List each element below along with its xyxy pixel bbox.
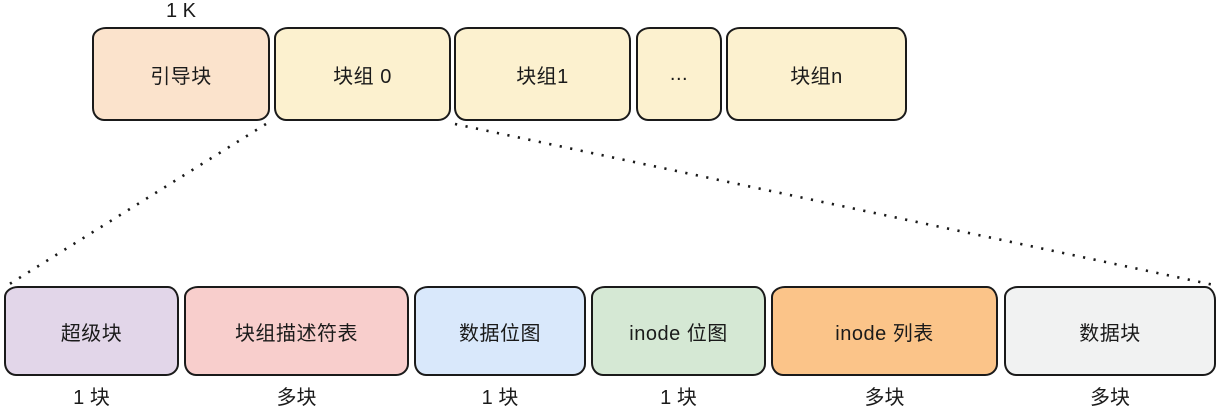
inode-table-label: inode 列表 xyxy=(835,322,934,345)
group-descriptor-table-label: 块组描述符表 xyxy=(235,322,358,345)
superblock-label: 超级块 xyxy=(60,322,123,345)
block-boot: 引导块 xyxy=(92,27,270,121)
connector-right-line xyxy=(454,122,1215,287)
superblock-caption: 1 块 xyxy=(73,387,110,409)
group-descriptor-table-caption: 多块 xyxy=(276,387,317,409)
connector-left-line xyxy=(7,122,267,287)
block-boot-label: 引导块 xyxy=(150,65,212,88)
data-bitmap-caption: 1 块 xyxy=(481,387,519,409)
data-blocks-label: 数据块 xyxy=(1079,322,1141,345)
data-bitmap: 数据位图 xyxy=(414,286,586,376)
data-bitmap-label: 数据位图 xyxy=(459,322,541,345)
data-blocks: 数据块 xyxy=(1004,286,1216,376)
block-group-1-label: 块组1 xyxy=(516,65,569,88)
superblock: 超级块 xyxy=(4,286,179,376)
block-group-n-label: 块组n xyxy=(790,65,843,88)
inode-bitmap-label: inode 位图 xyxy=(629,322,728,345)
group-descriptor-table: 块组描述符表 xyxy=(184,286,409,376)
block-group-1: 块组1 xyxy=(454,27,631,121)
block-group-0-label: 块组 0 xyxy=(333,65,392,88)
inode-bitmap: inode 位图 xyxy=(591,286,766,376)
inode-table-caption: 多块 xyxy=(864,387,905,409)
inode-table: inode 列表 xyxy=(771,286,998,376)
block-group-n: 块组n xyxy=(726,27,907,121)
inode-bitmap-caption: 1 块 xyxy=(660,387,697,409)
boot-block-size-label: 1 K xyxy=(165,0,197,22)
block-group-ellipsis: ... xyxy=(636,27,722,121)
block-group-ellipsis-label: ... xyxy=(669,62,689,85)
block-group-0: 块组 0 xyxy=(274,27,451,121)
data-blocks-caption: 多块 xyxy=(1090,387,1130,409)
